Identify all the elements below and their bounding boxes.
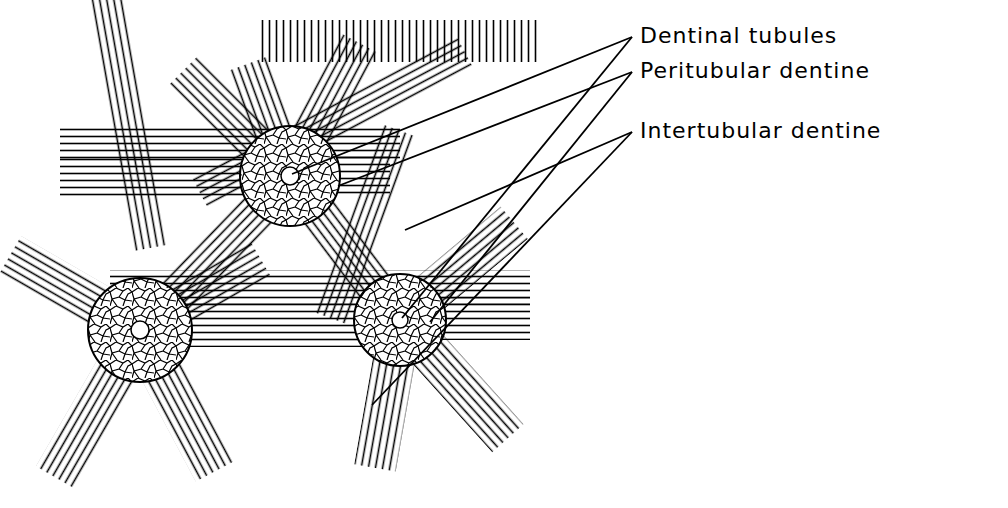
part-label: Peritubular dentine (638, 60, 872, 82)
intertubular-fibre-bundles (0, 0, 541, 488)
leader-lines (292, 37, 632, 405)
part-label: Dentinal tubules (638, 25, 839, 47)
part-label: Intertubular dentine (638, 120, 883, 142)
